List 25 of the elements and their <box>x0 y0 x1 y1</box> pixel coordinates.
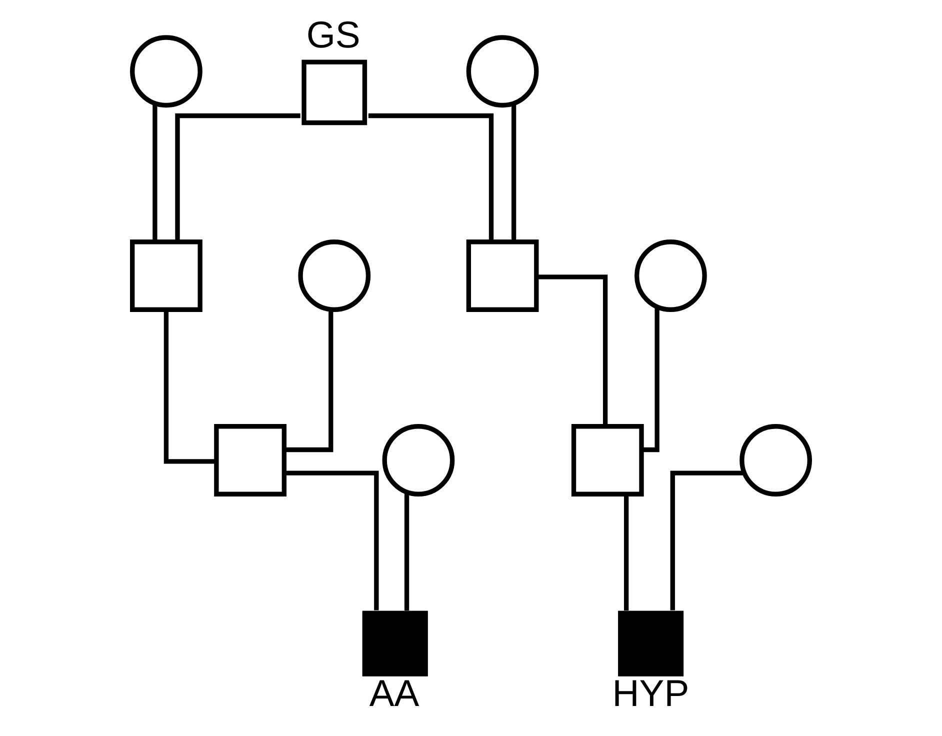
connector <box>537 274 608 426</box>
connector <box>624 494 629 611</box>
connector <box>284 470 379 610</box>
connector <box>284 310 334 452</box>
connector <box>368 113 494 242</box>
connector <box>152 103 158 242</box>
connector <box>670 470 744 610</box>
node-circle <box>382 424 455 496</box>
connector <box>642 306 660 452</box>
node-label: HYP <box>612 672 690 714</box>
node-circle <box>634 240 707 312</box>
node-circle <box>298 240 371 312</box>
node-box <box>214 424 286 496</box>
node-circle <box>466 35 539 108</box>
node-label: AA <box>369 672 420 714</box>
connector <box>404 492 410 611</box>
node-label: GS <box>306 14 360 56</box>
node-box <box>466 240 539 312</box>
node-box <box>571 424 644 496</box>
connector <box>511 103 516 242</box>
node-box <box>130 240 202 312</box>
node-circle <box>740 424 812 496</box>
node-circle <box>130 35 202 108</box>
connector <box>175 113 300 242</box>
connector <box>164 310 216 464</box>
